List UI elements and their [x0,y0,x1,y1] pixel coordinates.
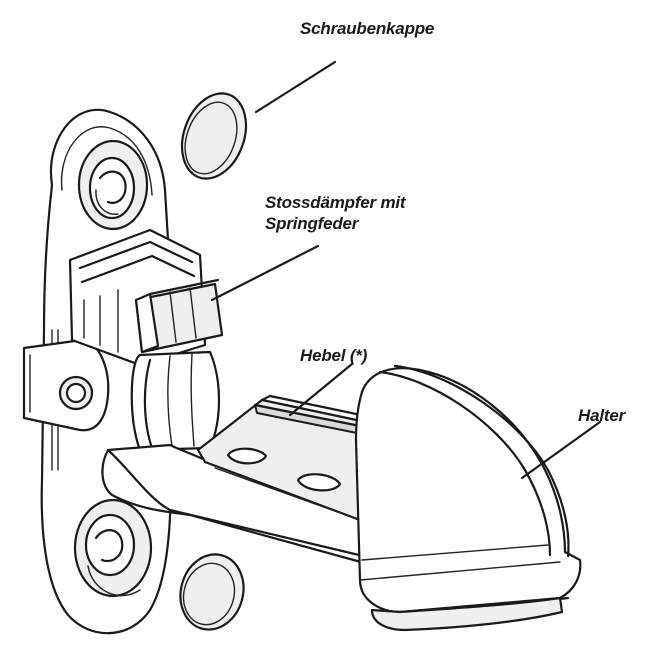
label-holder: Halter [578,406,625,425]
label-shock-absorber: Stossdämpfer mit Springfeder [265,192,406,234]
holder [354,364,582,632]
screw-cap-bottom [179,553,245,631]
leader-lever [288,362,354,417]
damper-housing [68,228,224,452]
label-lever: Hebel (*) [300,346,368,365]
label-shock-absorber-line2: Springfeder [265,214,359,233]
leader-holder [520,420,602,480]
label-shock-absorber-line1: Stossdämpfer mit [265,193,406,212]
leader-screw-cap [254,60,337,114]
screw-cap-top [180,92,248,180]
side-clamp [22,338,110,432]
leader-damper [210,244,320,302]
label-screw-cap: Schraubenkappe [300,19,435,38]
